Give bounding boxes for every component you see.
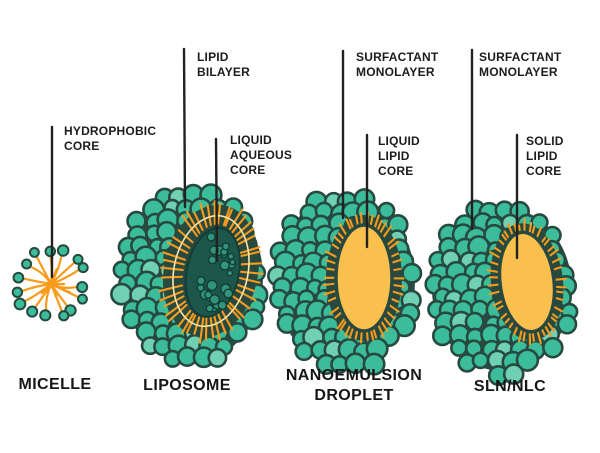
- micelle-graphic: [11, 244, 89, 322]
- structure-label-sln-nlc: SLN/NLC: [473, 378, 547, 395]
- callout-hydrophobic-core: HYDROPHOBIC CORE: [64, 124, 157, 153]
- nanoemulsion-droplet-graphic: [267, 188, 423, 376]
- callout-surfactant-monolayer-sln: SURFACTANT MONOLAYER: [479, 50, 562, 79]
- liposome-graphic: [110, 183, 269, 369]
- callout-surfactant-monolayer-nanoemulsion: SURFACTANT MONOLAYER: [356, 50, 439, 79]
- callout-liquid-lipid-core: LIQUID LIPID CORE: [378, 134, 420, 178]
- callout-lipid-bilayer: LIPID BILAYER: [197, 50, 250, 79]
- callout-solid-lipid-core: SOLID LIPID CORE: [526, 134, 564, 178]
- callout-liquid-aqueous-core: LIQUID AQUEOUS CORE: [230, 133, 293, 177]
- pointer-lines: [50, 47, 519, 279]
- structure-label-nanoemulsion-droplet: NANOEMULSION DROPLET: [285, 367, 423, 404]
- sln-nlc-graphic: [424, 199, 579, 387]
- structure-label-micelle: MICELLE: [18, 376, 92, 393]
- structure-label-liposome: LIPOSOME: [143, 377, 231, 394]
